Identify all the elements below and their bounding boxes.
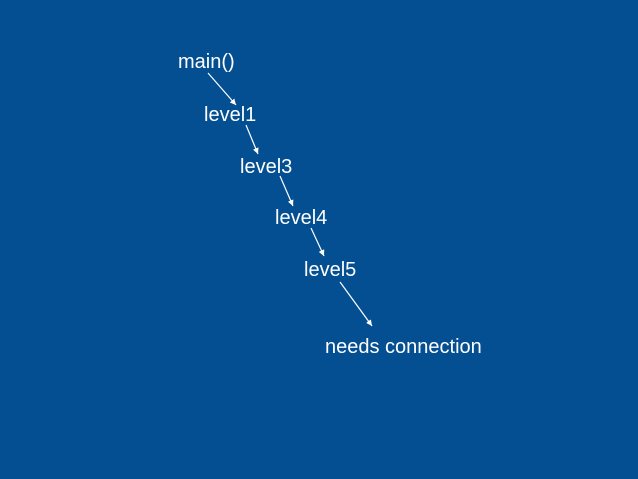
node-needs-connection: needs connection [325, 336, 482, 358]
node-level1: level1 [204, 104, 257, 126]
arrow-level4-to-level5 [310, 227, 325, 257]
arrow-level5-to-needs-connection [339, 281, 373, 327]
arrow-level1-to-level3 [245, 124, 259, 155]
node-main: main() [178, 51, 235, 73]
arrow-level3-to-level4 [279, 175, 294, 207]
arrow-main-to-level1 [207, 72, 237, 106]
node-level5: level5 [304, 259, 357, 281]
node-level4: level4 [275, 207, 328, 229]
node-level3: level3 [240, 156, 293, 178]
